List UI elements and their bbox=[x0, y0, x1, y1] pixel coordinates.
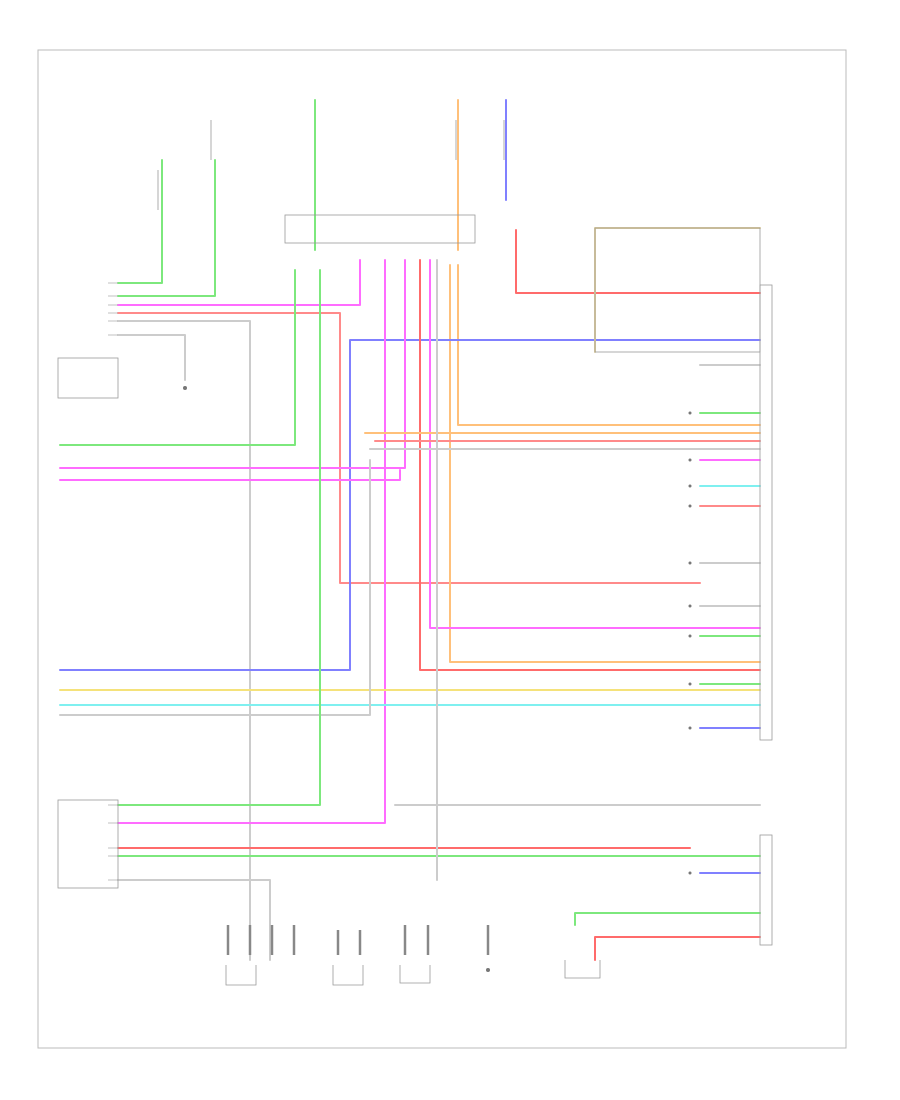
wire-35 bbox=[594, 227, 761, 353]
wire-14 bbox=[59, 259, 406, 469]
wire-4 bbox=[117, 320, 251, 961]
relay-box bbox=[594, 227, 761, 353]
module-lower-right-box bbox=[759, 834, 773, 946]
wire-17 bbox=[419, 259, 761, 671]
wire-10 bbox=[449, 264, 761, 663]
connector-pins-left bbox=[108, 282, 118, 881]
wire-2 bbox=[117, 259, 361, 306]
wire-16 bbox=[117, 259, 386, 824]
wire-36 bbox=[117, 269, 321, 806]
wire-13 bbox=[59, 339, 761, 671]
fuse-symbol-1 bbox=[157, 120, 505, 210]
wire-15 bbox=[59, 469, 401, 481]
switch-2 bbox=[332, 965, 364, 986]
wire-33 bbox=[59, 459, 371, 716]
switch-3 bbox=[399, 965, 431, 984]
wire-12 bbox=[515, 229, 761, 294]
wire-43 bbox=[594, 936, 761, 961]
wire-18 bbox=[429, 259, 761, 629]
wire-layer bbox=[59, 99, 761, 961]
instrument-panel-ecu-box bbox=[759, 284, 773, 741]
component-outlines bbox=[57, 120, 773, 986]
wire-9 bbox=[457, 264, 761, 426]
junction-block-box bbox=[284, 214, 476, 244]
wire-7 bbox=[59, 269, 296, 446]
combination-meter-box bbox=[57, 357, 119, 399]
ground-symbols bbox=[183, 386, 692, 972]
switch-1 bbox=[225, 965, 257, 986]
wire-3 bbox=[117, 312, 701, 584]
fuse-leads bbox=[226, 925, 490, 955]
wire-5 bbox=[117, 334, 186, 381]
wire-0 bbox=[117, 159, 163, 284]
wire-1 bbox=[117, 159, 216, 297]
diagram-frame bbox=[37, 49, 847, 1049]
connector-lower-left-box bbox=[57, 799, 119, 889]
switch-4 bbox=[564, 960, 601, 979]
wire-42 bbox=[574, 912, 761, 926]
wire-39 bbox=[117, 879, 271, 961]
